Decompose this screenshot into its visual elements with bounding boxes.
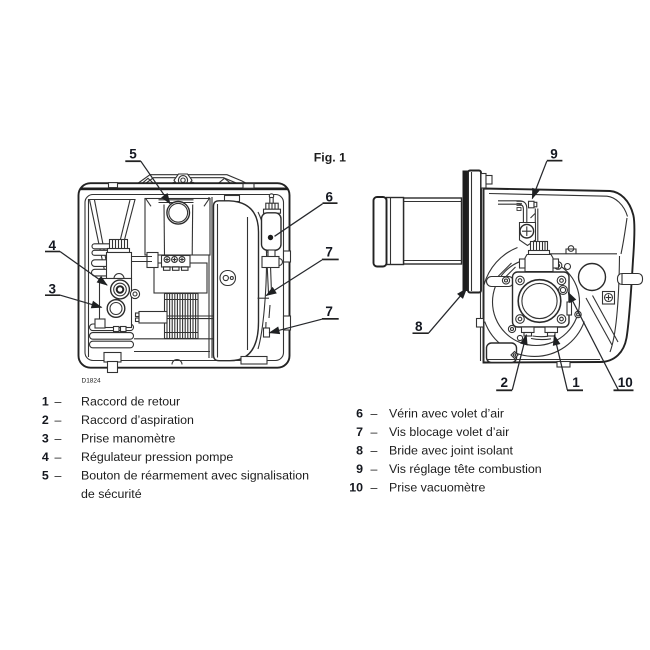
svg-text:9: 9 bbox=[356, 462, 363, 476]
svg-text:2: 2 bbox=[42, 413, 49, 427]
svg-text:–: – bbox=[371, 444, 378, 458]
svg-text:Raccord de retour: Raccord de retour bbox=[81, 394, 180, 408]
svg-text:–: – bbox=[55, 468, 62, 482]
svg-text:Bouton de réarmement avec sign: Bouton de réarmement avec signalisation bbox=[81, 468, 309, 482]
svg-text:–: – bbox=[55, 450, 62, 464]
svg-text:7: 7 bbox=[356, 425, 363, 439]
svg-text:5: 5 bbox=[42, 468, 49, 482]
svg-text:3: 3 bbox=[42, 431, 49, 445]
svg-text:Vérin avec volet d’air: Vérin avec volet d’air bbox=[389, 407, 504, 421]
svg-text:Vis blocage volet d’air: Vis blocage volet d’air bbox=[389, 425, 509, 439]
svg-text:6: 6 bbox=[356, 407, 363, 421]
svg-text:–: – bbox=[371, 425, 378, 439]
svg-text:–: – bbox=[55, 394, 62, 408]
svg-text:1: 1 bbox=[572, 375, 580, 390]
svg-text:4: 4 bbox=[42, 450, 49, 464]
svg-text:Prise vacuomètre: Prise vacuomètre bbox=[389, 481, 486, 495]
svg-text:de sécurité: de sécurité bbox=[81, 487, 142, 501]
svg-text:7: 7 bbox=[325, 304, 333, 319]
svg-text:Prise manomètre: Prise manomètre bbox=[81, 431, 175, 445]
svg-text:6: 6 bbox=[326, 189, 334, 204]
svg-text:Bride avec joint isolant: Bride avec joint isolant bbox=[389, 444, 514, 458]
svg-text:10: 10 bbox=[618, 375, 633, 390]
svg-text:10: 10 bbox=[349, 481, 363, 495]
svg-text:7: 7 bbox=[325, 245, 333, 260]
svg-text:3: 3 bbox=[49, 281, 57, 296]
svg-text:2: 2 bbox=[501, 375, 509, 390]
svg-text:8: 8 bbox=[356, 444, 363, 458]
svg-text:8: 8 bbox=[415, 319, 423, 334]
svg-text:–: – bbox=[371, 462, 378, 476]
svg-text:Raccord d’aspiration: Raccord d’aspiration bbox=[81, 413, 194, 427]
svg-text:–: – bbox=[371, 481, 378, 495]
svg-text:Fig. 1: Fig. 1 bbox=[314, 151, 346, 165]
svg-text:5: 5 bbox=[129, 146, 137, 161]
svg-text:Vis réglage tête combustion: Vis réglage tête combustion bbox=[389, 462, 542, 476]
svg-text:D1824: D1824 bbox=[82, 378, 102, 385]
svg-text:9: 9 bbox=[550, 147, 558, 162]
svg-text:–: – bbox=[55, 413, 62, 427]
svg-text:1: 1 bbox=[42, 394, 49, 408]
svg-text:Régulateur pression pompe: Régulateur pression pompe bbox=[81, 450, 233, 464]
svg-text:–: – bbox=[55, 431, 62, 445]
svg-text:–: – bbox=[371, 407, 378, 421]
svg-text:4: 4 bbox=[49, 238, 57, 253]
